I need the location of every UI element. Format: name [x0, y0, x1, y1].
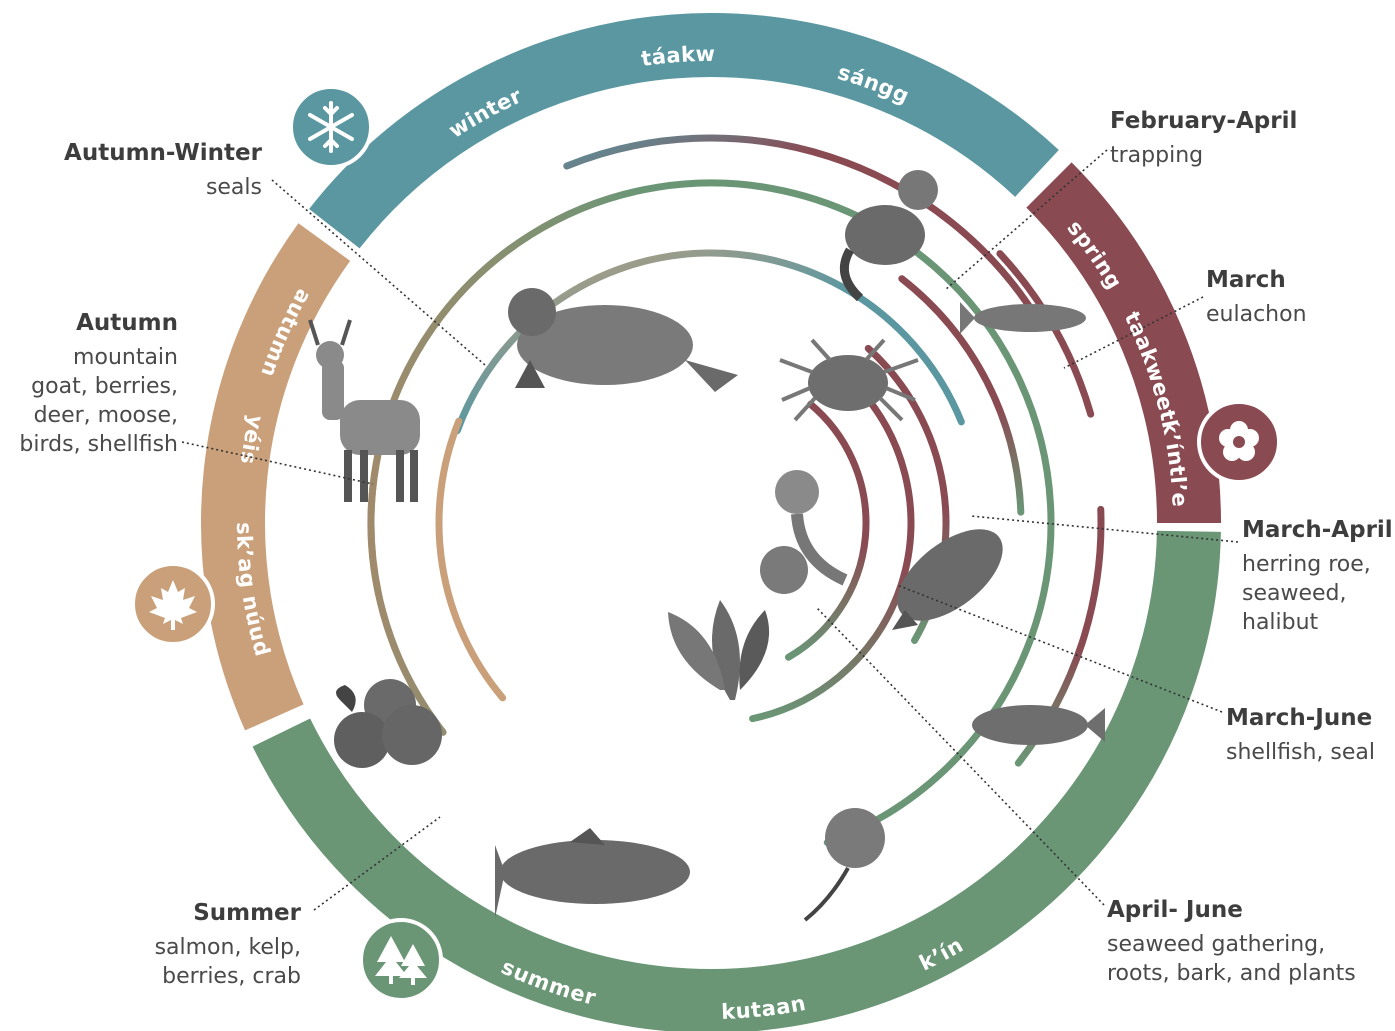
label-title: March-June: [1226, 705, 1372, 731]
label-line: seaweed,: [1242, 581, 1347, 606]
label-line: birds, shellfish: [19, 432, 178, 457]
maple-leaf-icon: [133, 564, 213, 644]
deer: [310, 320, 420, 502]
seal: [508, 288, 738, 392]
salmon: [495, 828, 690, 918]
label-title: Autumn-Winter: [64, 140, 263, 166]
label-title: April- June: [1107, 897, 1243, 923]
label-autumn: Autumn mountain goat, berries, deer, moose,…: [19, 310, 178, 457]
label-line: seaweed gathering,: [1107, 932, 1325, 957]
label-line: goat, berries,: [31, 374, 178, 399]
fiddlehead: [760, 470, 845, 594]
label-line: deer, moose,: [34, 403, 178, 428]
label-line: shellfish, seal: [1226, 740, 1375, 765]
label-line: mountain: [73, 345, 178, 370]
cloudberry: [805, 808, 885, 920]
label-april-june: April- June seaweed gathering, roots, bark…: [1107, 897, 1356, 986]
label-autumn-winter: Autumn-Winter seals: [64, 140, 263, 200]
label-title: February-April: [1110, 108, 1297, 134]
label-line: trapping: [1110, 143, 1203, 168]
arc-feb-april: [567, 138, 1038, 319]
eulachon: [960, 302, 1086, 334]
snowflake-icon: [291, 87, 371, 167]
label-line: roots, bark, and plants: [1107, 961, 1356, 986]
mink: [844, 170, 938, 298]
label-line: berries, crab: [162, 964, 301, 989]
label-line: seals: [206, 175, 262, 200]
label-line: salmon, kelp,: [155, 935, 301, 960]
salmon: [972, 705, 1105, 745]
trees-icon: [361, 920, 441, 1000]
berries: [334, 679, 442, 768]
season-ring: [233, 45, 1189, 1001]
label-line: herring roe,: [1242, 552, 1371, 577]
label-summer: Summer salmon, kelp, berries, crab: [155, 900, 302, 989]
label-march-june: March-June shellfish, seal: [1226, 705, 1375, 765]
label-line: halibut: [1242, 610, 1319, 635]
label-march-april: March-April herring roe, seaweed, halibut: [1242, 517, 1393, 635]
label-title: Autumn: [76, 310, 178, 336]
flower-icon: [1199, 402, 1279, 482]
arc-march-eulachon: [1000, 254, 1091, 415]
autumn-ring-segment: [233, 242, 324, 717]
label-feb-apr: February-April trapping: [1110, 108, 1297, 168]
label-title: March: [1206, 267, 1286, 293]
label-title: Summer: [193, 900, 301, 926]
label-march: March eulachon: [1206, 267, 1307, 327]
label-line: eulachon: [1206, 302, 1307, 327]
kelp: [668, 600, 769, 700]
label-title: March-April: [1242, 517, 1393, 543]
arc-autumn-inner: [439, 421, 503, 698]
